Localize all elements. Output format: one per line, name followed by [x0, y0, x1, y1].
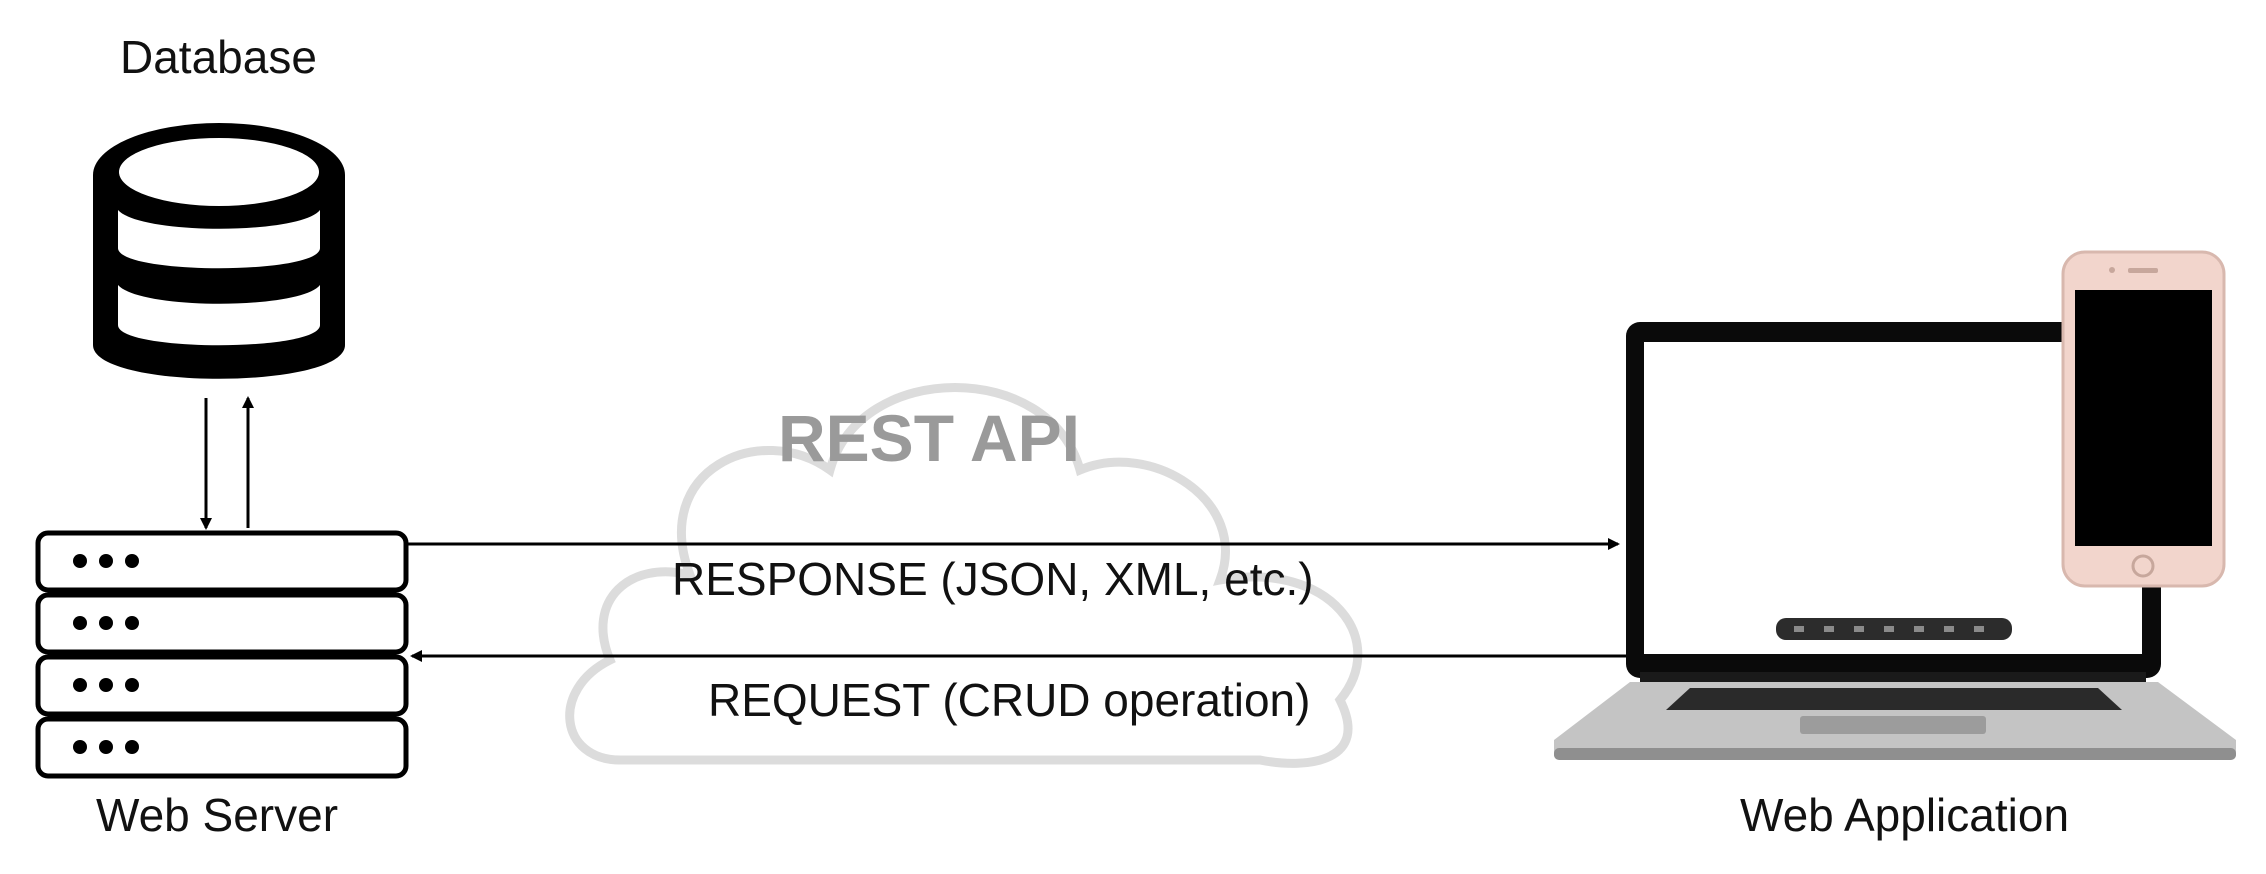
server-status-dots: [73, 554, 139, 754]
server-stack-icon: [35, 530, 409, 779]
database-label: Database: [120, 31, 317, 83]
laptop-icon: [1554, 322, 2236, 760]
cloud-icon: [565, 383, 1363, 768]
database-icon: [93, 123, 345, 379]
web-application-label: Web Application: [1740, 789, 2070, 841]
cloud-title: REST API: [778, 401, 1080, 475]
request-label: REQUEST (CRUD operation): [708, 674, 1311, 726]
smartphone-icon: [2061, 250, 2226, 588]
web-server-label: Web Server: [96, 789, 339, 841]
response-label: RESPONSE (JSON, XML, etc.): [672, 553, 1314, 605]
